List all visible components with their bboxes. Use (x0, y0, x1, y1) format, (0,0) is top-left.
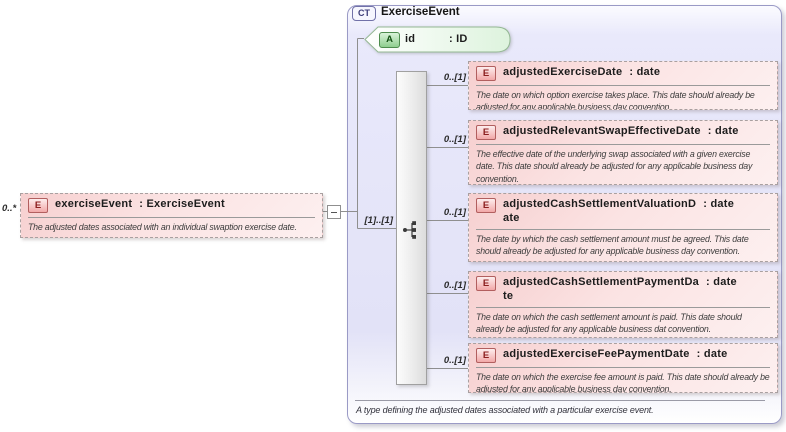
element-description: The date by which the cash settlement am… (476, 234, 749, 257)
source-element-name: exerciseEvent (55, 198, 133, 210)
element-cardinality: 0..[1] (443, 207, 466, 218)
element-type: : date (696, 348, 728, 360)
footer-divider (355, 400, 765, 401)
element-icon: E (476, 198, 496, 213)
element-type: : date (706, 276, 737, 288)
element-icon: E (476, 276, 496, 291)
divider (476, 367, 770, 368)
element-box-adjustedCashSettlementPaymentDate[interactable]: E adjustedCashSettlementPaymentDa te : da… (468, 271, 778, 338)
element-box-adjustedExerciseFeePaymentDate[interactable]: E adjustedExerciseFeePaymentDate : date … (468, 343, 778, 393)
element-name: adjustedCashSettlementValuationD (503, 198, 697, 210)
attribute-type: : ID (449, 33, 468, 45)
element-description: The date on which the cash settlement am… (476, 312, 742, 335)
element-cardinality: 0..[1] (443, 72, 466, 83)
source-element-description: The adjusted dates associated with an in… (28, 222, 297, 232)
divider (476, 229, 770, 230)
attribute-name: id (405, 33, 416, 45)
element-name: adjustedExerciseFeePaymentDate (503, 348, 690, 360)
element-name: adjustedExerciseDate (503, 66, 623, 78)
element-description: The date on which option exercise takes … (476, 90, 755, 110)
divider (28, 217, 315, 218)
source-element-type: : ExerciseEvent (139, 198, 225, 210)
attribute-tag-shape (364, 26, 511, 53)
complex-type-title: ExerciseEvent (381, 6, 460, 18)
element-box-adjustedExerciseDate[interactable]: E adjustedExerciseDate : date The date o… (468, 61, 778, 110)
element-box-adjustedRelevantSwapEffectiveDate[interactable]: E adjustedRelevantSwapEffectiveDate : da… (468, 120, 778, 185)
source-element-cardinality: 0..* (2, 203, 17, 214)
divider (476, 85, 770, 86)
sequence-icon (403, 221, 416, 239)
element-box-adjustedCashSettlementValuationDate[interactable]: E adjustedCashSettlementValuationD ate : … (468, 193, 778, 262)
element-name: adjustedRelevantSwapEffectiveDate (503, 125, 701, 137)
element-cardinality: 0..[1] (443, 134, 466, 145)
complex-type-icon: CT (352, 6, 376, 21)
element-icon: E (476, 125, 496, 140)
element-icon: E (476, 66, 496, 81)
sequence-cardinality: [1]..[1] (364, 215, 394, 226)
element-cardinality: 0..[1] (443, 355, 466, 366)
complex-type-annotation: A type defining the adjusted dates assoc… (356, 405, 654, 415)
element-description: The effective date of the underlying swa… (476, 149, 753, 184)
element-type: : date (707, 125, 739, 137)
element-description: The date on which the exercise fee amoun… (476, 372, 770, 393)
divider (476, 144, 770, 145)
divider (476, 307, 770, 308)
element-icon: E (476, 348, 496, 363)
element-type: : date (629, 66, 661, 78)
sequence-compositor[interactable] (396, 71, 427, 385)
element-type: : date (703, 198, 735, 210)
element-cardinality: 0..[1] (443, 280, 466, 291)
attribute-id-box[interactable]: A id : ID (363, 25, 513, 54)
element-name-wrap: te (503, 290, 514, 302)
collapse-toggle-icon[interactable] (327, 205, 341, 219)
element-name: adjustedCashSettlementPaymentDa (503, 276, 700, 288)
attribute-icon: A (379, 32, 400, 48)
element-name-wrap: ate (503, 212, 520, 224)
source-element-box[interactable]: E exerciseEvent : ExerciseEvent The adju… (20, 193, 323, 238)
element-icon: E (28, 198, 48, 213)
